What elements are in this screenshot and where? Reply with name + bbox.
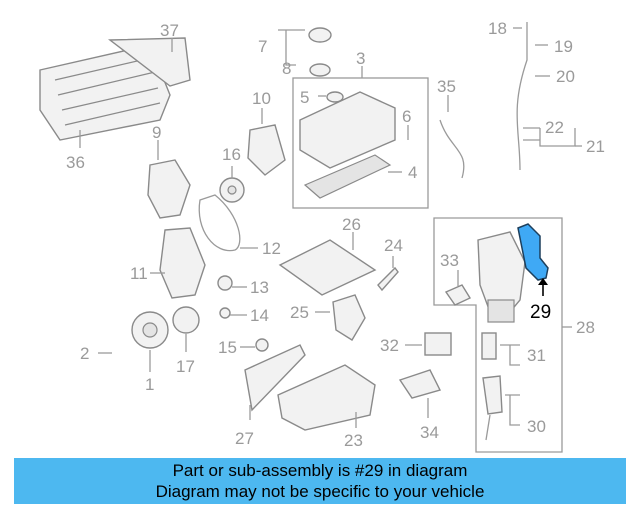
callout-37[interactable]: 37 xyxy=(160,21,179,40)
callout-8[interactable]: 8 xyxy=(282,59,291,78)
callout-19[interactable]: 19 xyxy=(554,37,573,56)
callout-36[interactable]: 36 xyxy=(66,153,85,172)
callout-30[interactable]: 30 xyxy=(527,417,546,436)
info-banner: Part or sub-assembly is #29 in diagram D… xyxy=(14,458,626,504)
callout-15[interactable]: 15 xyxy=(218,338,237,357)
callout-25[interactable]: 25 xyxy=(290,303,309,322)
callout-21[interactable]: 21 xyxy=(586,137,605,156)
callout-12[interactable]: 12 xyxy=(262,239,281,258)
callout-13[interactable]: 13 xyxy=(250,278,269,297)
banner-line-1: Part or sub-assembly is #29 in diagram xyxy=(172,461,468,480)
callout-34[interactable]: 34 xyxy=(420,423,439,442)
callout-11[interactable]: 11 xyxy=(130,264,148,283)
callout-18[interactable]: 18 xyxy=(488,19,507,38)
callout-24[interactable]: 24 xyxy=(384,236,403,255)
callout-1[interactable]: 1 xyxy=(145,375,154,394)
callout-33[interactable]: 33 xyxy=(440,251,459,270)
callout-3[interactable]: 3 xyxy=(356,49,365,68)
callout-10[interactable]: 10 xyxy=(252,89,271,108)
callout-26[interactable]: 26 xyxy=(342,215,361,234)
callout-20[interactable]: 20 xyxy=(556,67,575,86)
callout-22[interactable]: 22 xyxy=(545,118,564,137)
callout-23[interactable]: 23 xyxy=(344,431,363,450)
part-29-highlighted[interactable] xyxy=(517,223,549,281)
callout-16[interactable]: 16 xyxy=(222,145,241,164)
callout-17[interactable]: 17 xyxy=(176,357,195,376)
parts-diagram: 37 36 7 8 3 5 6 4 35 18 19 20 22 21 9 10… xyxy=(39,19,605,453)
callout-6[interactable]: 6 xyxy=(402,107,411,126)
callout-35[interactable]: 35 xyxy=(437,77,456,96)
callout-2[interactable]: 2 xyxy=(80,344,89,363)
callout-28[interactable]: 28 xyxy=(576,318,595,337)
banner-line-2: Diagram may not be specific to your vehi… xyxy=(155,482,485,501)
callout-29[interactable]: 29 xyxy=(530,302,551,323)
callout-31[interactable]: 31 xyxy=(527,346,546,365)
callout-5[interactable]: 5 xyxy=(300,88,309,107)
callout-4[interactable]: 4 xyxy=(408,163,417,182)
part-intake-manifold xyxy=(39,37,191,141)
callout-7[interactable]: 7 xyxy=(258,37,267,56)
callout-14[interactable]: 14 xyxy=(250,306,269,325)
callout-9[interactable]: 9 xyxy=(152,123,161,142)
callout-32[interactable]: 32 xyxy=(380,336,399,355)
callout-27[interactable]: 27 xyxy=(235,429,254,448)
